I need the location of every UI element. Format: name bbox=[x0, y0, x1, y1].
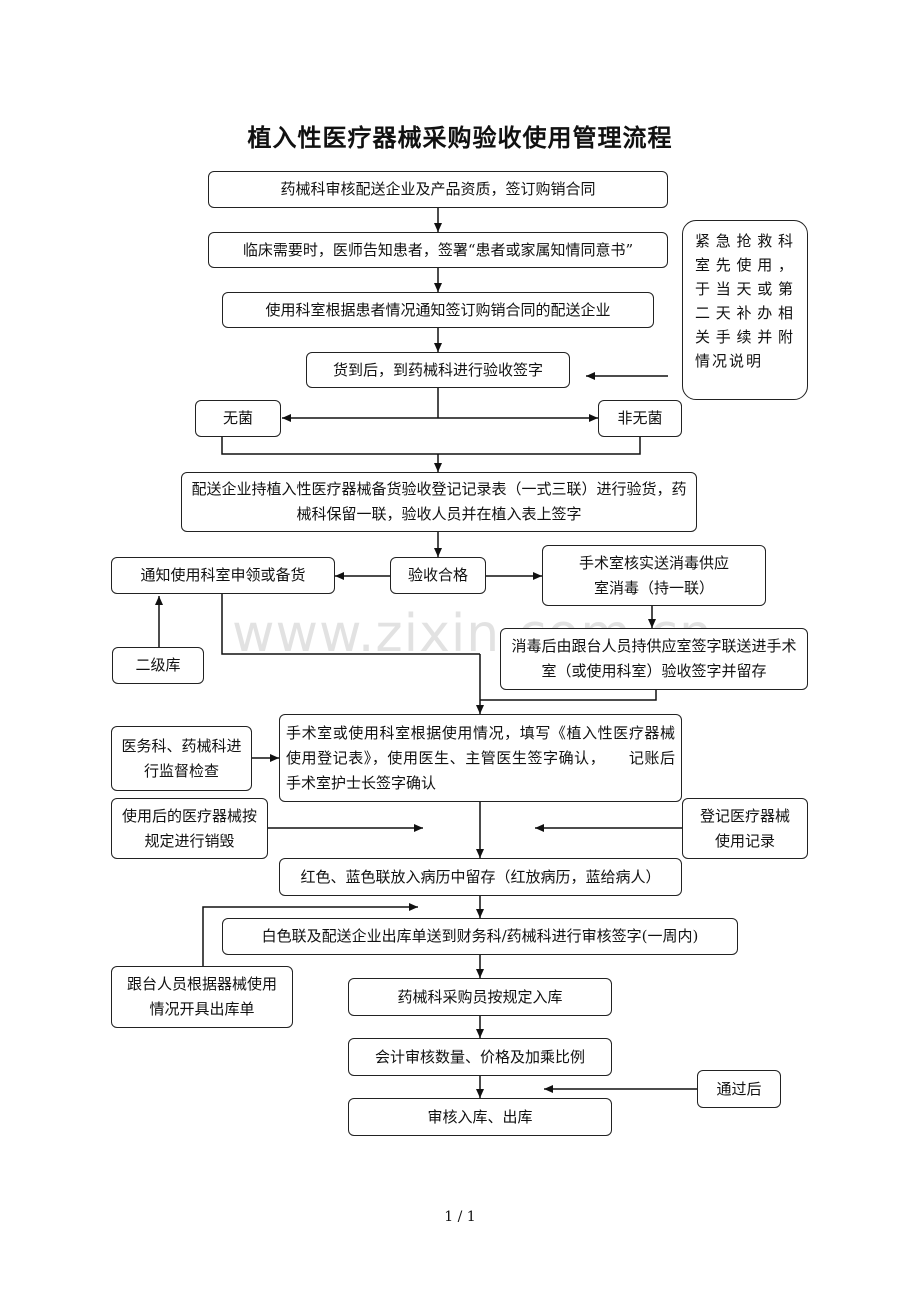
node-passed: 通过后 bbox=[697, 1070, 781, 1108]
node-notify-supplier: 使用科室根据患者情况通知签订购销合同的配送企业 bbox=[222, 292, 654, 328]
arrow-follow-n8 bbox=[202, 903, 418, 966]
node-goods-arrive: 货到后，到药械科进行验收签字 bbox=[306, 352, 570, 388]
page-title: 植入性医疗器械采购验收使用管理流程 bbox=[247, 123, 673, 152]
node-supervise: 医务科、药械科进行监督检查 bbox=[111, 726, 252, 791]
node-nonsterile: 非无菌 bbox=[598, 400, 682, 437]
node-usage-register: 手术室或使用科室根据使用情况，填写《植入性医疗器械使用登记表》，使用医生、主管医… bbox=[279, 714, 682, 802]
node-white-copy-review: 白色联及配送企业出库单送到财务科/药械科进行审核签字(一周内) bbox=[222, 918, 738, 955]
page-number: 1 / 1 bbox=[444, 1209, 476, 1225]
node-red-blue-copies: 红色、蓝色联放入病历中留存（红放病历，蓝给病人） bbox=[279, 858, 682, 896]
node-or-check: 手术室核实送消毒供应室消毒（持一联） bbox=[542, 545, 766, 606]
node-inspection: 配送企业持植入性医疗器械备货验收登记记录表（一式三联）进行验货，药械科保留一联，… bbox=[181, 472, 697, 532]
line-disinfect-n6 bbox=[480, 690, 657, 701]
node-final-review: 审核入库、出库 bbox=[348, 1098, 612, 1136]
node-qualification: 药械科审核配送企业及产品资质，签订购销合同 bbox=[208, 171, 668, 208]
node-accepted: 验收合格 bbox=[390, 557, 486, 594]
node-follow-staff: 跟台人员根据器械使用情况开具出库单 bbox=[111, 966, 293, 1028]
line-merge bbox=[221, 437, 641, 455]
node-notify-department: 通知使用科室申领或备货 bbox=[111, 557, 335, 594]
node-after-disinfect: 消毒后由跟台人员持供应室签字联送进手术室（或使用科室）验收签字并留存 bbox=[500, 628, 808, 690]
node-consent: 临床需要时，医师告知患者，签署“患者或家属知情同意书” bbox=[208, 232, 668, 268]
node-emergency: 紧急抢救科室先使用，于当天或第二天补办相关手续并附情况说明 bbox=[682, 220, 808, 400]
node-secondary-store: 二级库 bbox=[112, 647, 204, 684]
node-destroy: 使用后的医疗器械按规定进行销毁 bbox=[111, 798, 268, 859]
line-notify-n6 bbox=[221, 594, 480, 655]
node-warehouse-in: 药械科采购员按规定入库 bbox=[348, 978, 612, 1016]
node-usage-record: 登记医疗器械使用记录 bbox=[682, 798, 808, 859]
node-sterile: 无菌 bbox=[195, 400, 281, 437]
node-accounting-review: 会计审核数量、价格及加乘比例 bbox=[348, 1038, 612, 1076]
